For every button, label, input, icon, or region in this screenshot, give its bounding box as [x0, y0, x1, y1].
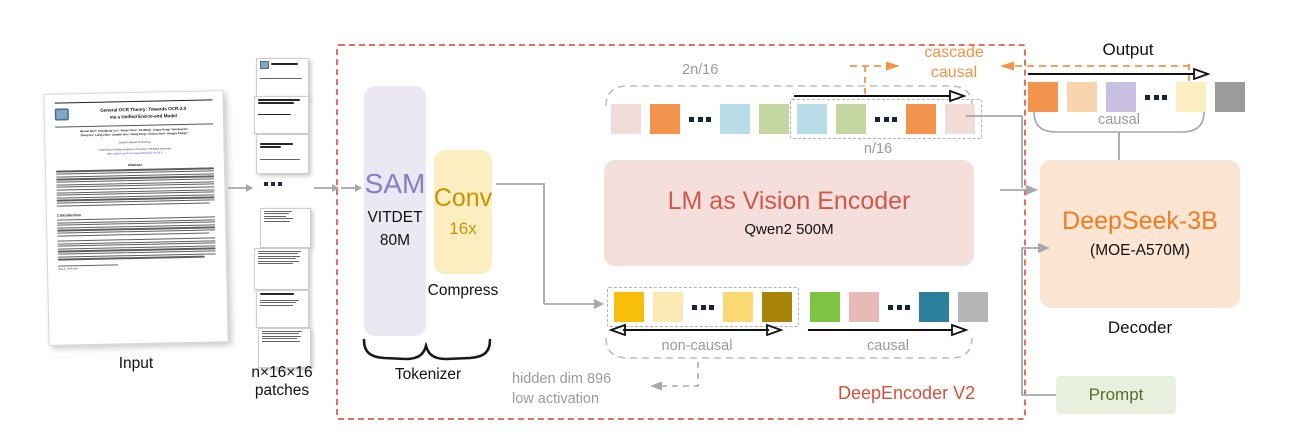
token [945, 104, 975, 134]
patch-card [260, 208, 311, 248]
token [906, 104, 936, 134]
hidden-dim-note: hidden dim 896 low activation [512, 371, 612, 407]
decoder-block[interactable]: DeepSeek-3B (MOE-A570M) [1040, 160, 1240, 308]
patch-card [254, 248, 309, 290]
paper-intro-body2 [57, 237, 216, 261]
paper-affiliation-line1: ¹StepFun ²Megvii Technology [118, 140, 151, 145]
tokenizer-brace [362, 338, 492, 361]
token [720, 104, 750, 134]
cascade-causal-arrow-left [850, 61, 900, 71]
arrow-patches-to-encoder [314, 184, 339, 192]
token [653, 292, 683, 322]
token [849, 292, 879, 322]
conv-title: Conv [433, 183, 493, 212]
non-causal-label: non-causal [661, 338, 733, 354]
token [958, 292, 988, 322]
causal-arrow [808, 323, 969, 337]
conv-factor: 16x [449, 218, 477, 238]
output-tokens [1028, 82, 1245, 112]
token [1067, 82, 1097, 112]
token-ellipsis [1145, 94, 1167, 100]
arrow-into-decoder [1000, 185, 1038, 195]
output-arrow [1028, 67, 1211, 81]
patch-card [256, 58, 309, 98]
lm-vision-encoder-block[interactable]: LM as Vision Encoder Qwen2 500M [604, 160, 974, 266]
cascade-causal-label: cascade causal [924, 44, 984, 81]
top-tokens-group-b-box [790, 99, 982, 139]
patch-card [256, 134, 309, 174]
patch-stack [252, 58, 312, 368]
paper-title-line2: via a Unified End-to-end Model [109, 113, 177, 120]
patch-card [256, 290, 309, 328]
deepencoder-frame [336, 44, 1026, 420]
non-causal-tokens [614, 292, 792, 322]
decoder-caption: Decoder [1107, 318, 1173, 337]
non-causal-tokens-box [607, 287, 799, 327]
prompt-block[interactable]: Prompt [1056, 376, 1176, 414]
token [759, 104, 789, 134]
top-row-causal-arrow [794, 89, 967, 103]
patch-card [254, 96, 309, 134]
token [919, 292, 949, 322]
compress-caption: Compress [427, 282, 499, 299]
token [611, 104, 641, 134]
non-causal-arrow [608, 323, 784, 337]
arrow-input-to-patches [228, 184, 253, 192]
token-ellipsis [692, 304, 714, 310]
token [797, 104, 827, 134]
patch-ellipsis [264, 182, 282, 186]
top-row-bracket [605, 85, 973, 107]
token [1028, 82, 1058, 112]
span-label-2n16: 2n/16 [682, 62, 719, 78]
token [762, 292, 792, 322]
deepencoder-label: DeepEncoder V2 [838, 383, 976, 403]
token-ellipsis [888, 304, 910, 310]
causal-tokens [810, 292, 988, 322]
cascade-causal-drop [864, 66, 866, 96]
prompt-label: Prompt [1088, 385, 1144, 404]
conv-to-tokens-connector [496, 183, 604, 309]
paper-abstract-body [56, 167, 215, 207]
hidden-dim-connector [650, 362, 699, 391]
causal-label: causal [867, 338, 909, 354]
input-document-thumbnail: General OCR Theory: Towards OCR-2.0 via … [43, 90, 229, 346]
token [723, 292, 753, 322]
group-label-n16: n/16 [863, 141, 893, 157]
token [1215, 82, 1245, 112]
output-causal-label: causal [1098, 112, 1140, 128]
token-ellipsis [875, 116, 897, 122]
paper-logo-icon [54, 108, 69, 121]
prompt-to-decoder-connector [1021, 243, 1056, 396]
top-tokens-group-a [611, 104, 789, 134]
token [1176, 82, 1206, 112]
token [614, 292, 644, 322]
patch-card [258, 328, 311, 368]
token-ellipsis [689, 116, 711, 122]
decoder-title: DeepSeek-3B [1062, 206, 1218, 235]
cascade-feedback-drop [1188, 64, 1190, 88]
token [810, 292, 840, 322]
output-caption: Output [1102, 40, 1154, 59]
sam-subtitle: VITDET 80M [367, 209, 423, 249]
conv-block[interactable]: Conv 16x [434, 150, 492, 274]
encoder-to-decoder-connector [966, 115, 1023, 188]
decoder-subtitle: (MOE-A570M) [1090, 241, 1190, 259]
patches-caption: n×16×16 patches [251, 364, 313, 399]
paper-footnote: *Equal contribution [57, 263, 119, 271]
token [650, 104, 680, 134]
token [836, 104, 866, 134]
sam-title: SAM [364, 168, 426, 200]
bottom-row-bracket [605, 337, 973, 359]
lm-subtitle: Qwen2 500M [744, 220, 834, 238]
arrow-into-sam [341, 184, 362, 192]
tokenizer-label: Tokenizer [394, 366, 462, 383]
input-caption: Input [118, 355, 154, 372]
token [1106, 82, 1136, 112]
cascade-feedback-arrow [1000, 61, 1190, 71]
paper-intro-body [57, 216, 216, 237]
lm-title: LM as Vision Encoder [667, 186, 911, 215]
sam-block[interactable]: SAM VITDET 80M [364, 86, 426, 336]
top-tokens-group-b [797, 104, 975, 134]
